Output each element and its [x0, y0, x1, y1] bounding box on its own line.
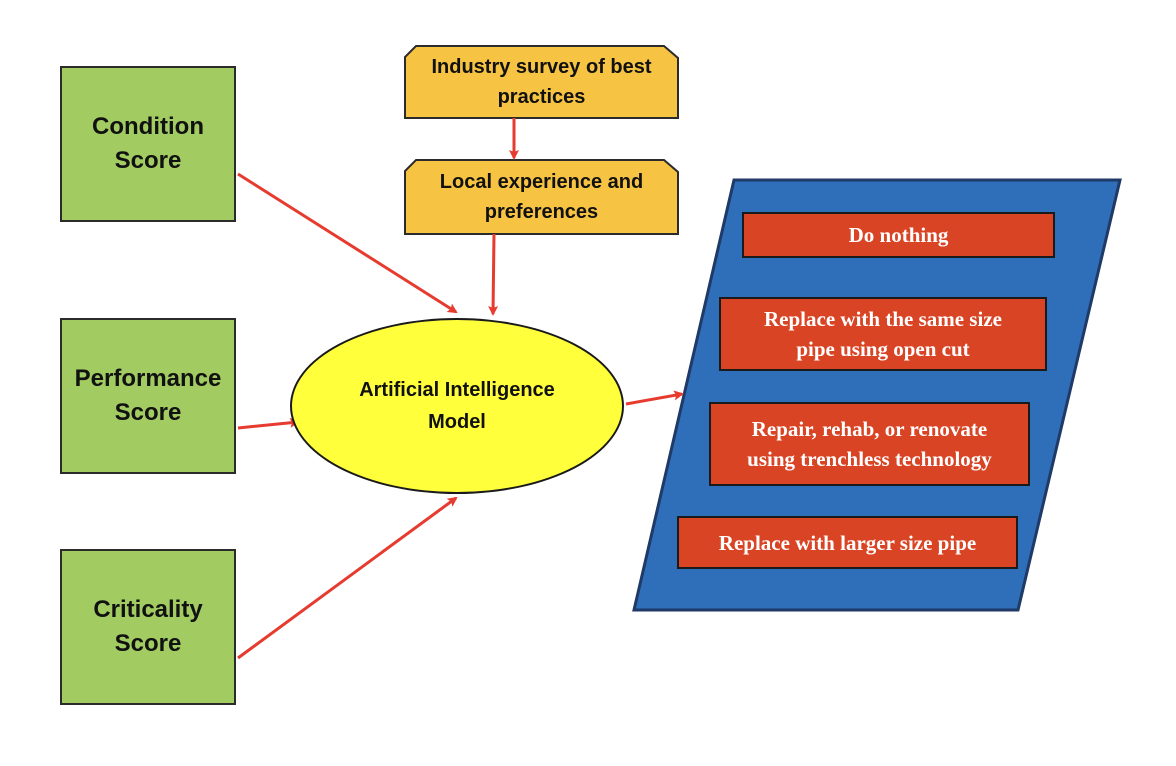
input-box-local-experience [404, 159, 679, 235]
option-replace-same-size-label: Replace with the same size pipe using op… [764, 307, 1002, 361]
arrow-performance-to-model [237, 417, 300, 430]
local-experience-text: Local experience and preferences [405, 160, 678, 234]
arrow-condition-to-model [237, 172, 458, 314]
ai-model-ellipse: Artificial Intelligence Model [290, 318, 624, 494]
local-experience-label: Local experience and preferences [439, 171, 644, 223]
arrow-local-to-model [488, 233, 499, 316]
input-box-industry-survey [404, 45, 679, 119]
arrow-criticality-to-model [237, 496, 458, 660]
arrow-model-to-options [625, 390, 684, 406]
option-trenchless-repair: Repair, rehab, or renovate using trenchl… [709, 402, 1030, 486]
performance-score-box: Performance Score [60, 318, 236, 474]
ai-model-label: Artificial Intelligence Model [359, 379, 555, 433]
condition-score-label: Condition Score [92, 113, 204, 174]
option-replace-larger-label: Replace with larger size pipe [718, 530, 977, 555]
industry-survey-label: Industry survey of best practices [431, 56, 652, 108]
condition-score-box: Condition Score [60, 66, 236, 222]
criticality-score-box: Criticality Score [60, 549, 236, 705]
option-replace-same-size: Replace with the same size pipe using op… [719, 297, 1047, 371]
decision-options-panel [632, 178, 1122, 612]
option-trenchless-repair-label: Repair, rehab, or renovate using trenchl… [747, 417, 992, 471]
criticality-score-label: Criticality Score [93, 596, 203, 657]
option-do-nothing: Do nothing [742, 212, 1055, 258]
performance-score-label: Performance Score [74, 365, 222, 426]
industry-survey-text: Industry survey of best practices [405, 46, 678, 118]
option-do-nothing-label: Do nothing [848, 223, 949, 247]
option-replace-larger: Replace with larger size pipe [677, 516, 1018, 569]
